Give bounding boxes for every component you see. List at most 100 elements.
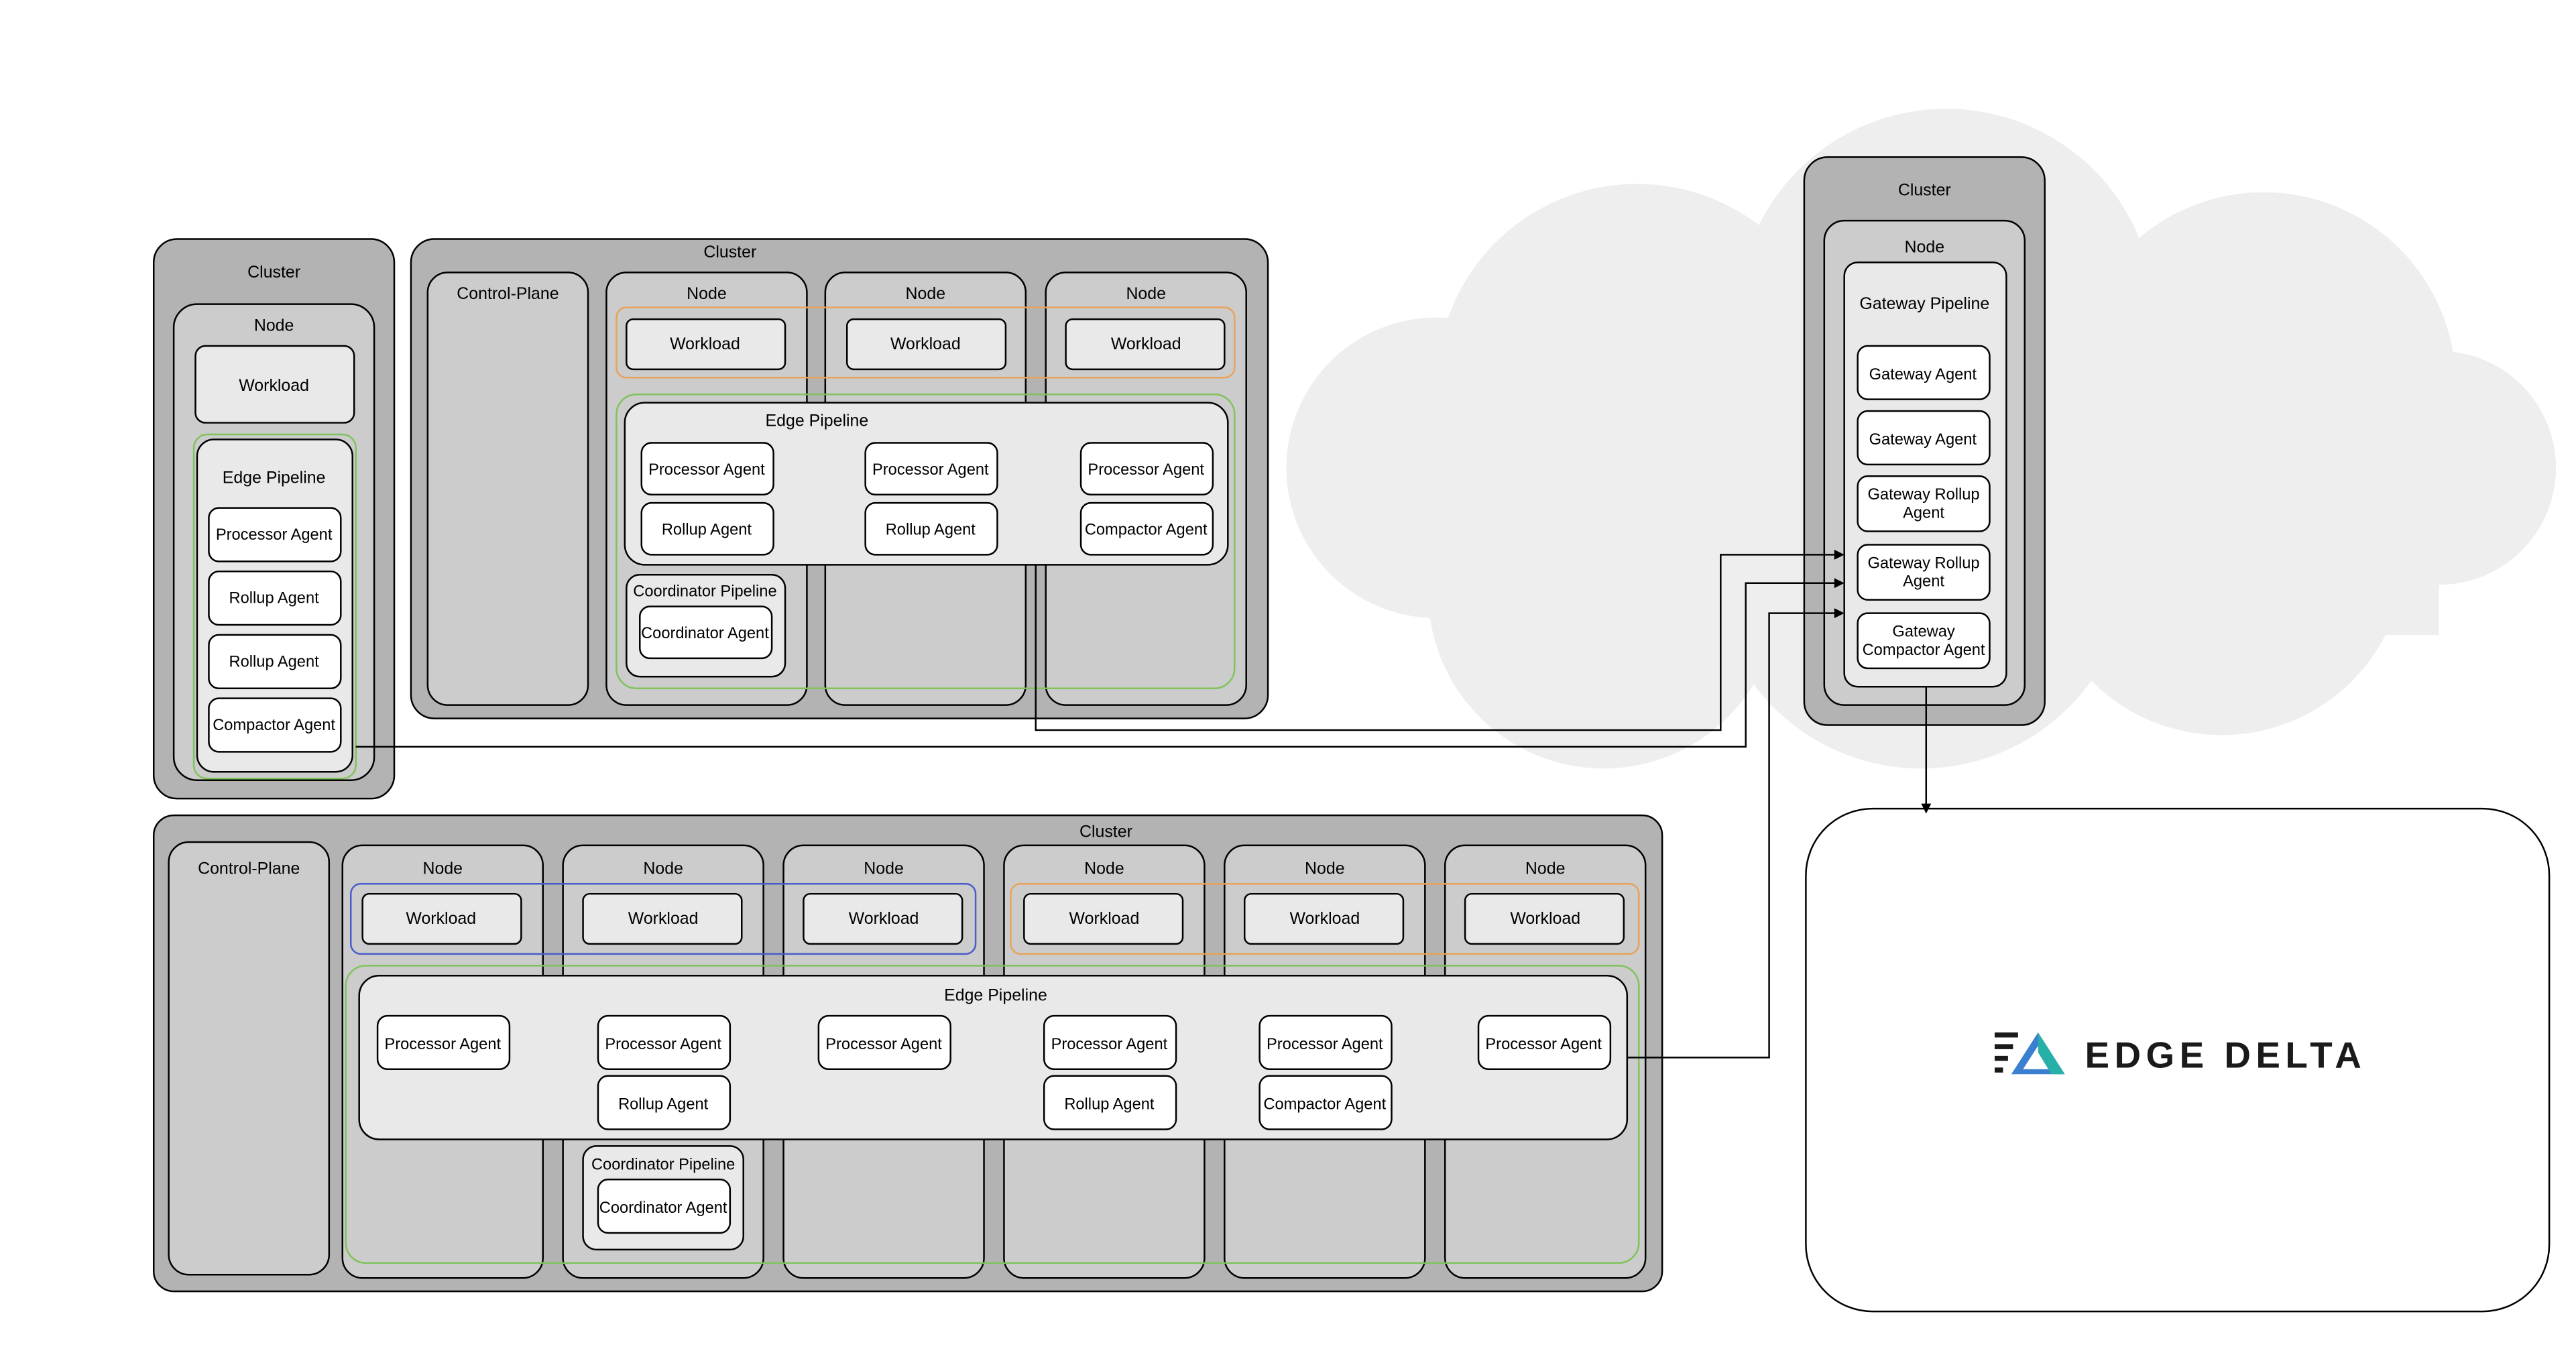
svg-text:Node: Node [1084,859,1124,878]
cluster-c-blue-group [349,882,977,955]
cluster-a-title: Cluster [247,263,300,282]
edge-delta-backend: EDGE DELTA [1805,807,2551,1313]
svg-text:Compactor Agent: Compactor Agent [1263,1096,1386,1114]
cluster-b-processor-agent-2: Processor Agent [864,442,998,495]
svg-text:Node: Node [643,859,683,878]
cluster-c-processor-agent-2: Processor Agent [597,1014,731,1071]
svg-text:Node: Node [906,284,946,303]
cluster-c-workload-6: Workload [1464,892,1625,945]
svg-text:Control-Plane: Control-Plane [457,284,559,303]
svg-text:Processor Agent: Processor Agent [605,1036,721,1053]
svg-text:Workload: Workload [1111,335,1181,353]
gateway-rollup-agent-1: Gateway Rollup Agent [1857,475,1991,532]
gateway-agent-2: Gateway Agent [1857,410,1991,466]
cluster-b-processor-agent-3: Processor Agent [1079,442,1214,495]
svg-text:Processor Agent: Processor Agent [1267,1036,1383,1053]
cluster-a-compactor-agent: Compactor Agent [208,697,342,753]
gateway-rollup-agent-2: Gateway Rollup Agent [1857,544,1991,601]
cluster-b-coordinator-agent: Coordinator Agent [639,605,773,660]
cluster-c: Cluster Control-Plane Node Node Node Nod… [152,814,1663,1293]
cluster-c-workload-2: Workload [582,892,743,945]
cluster-a: Cluster Node Workload Edge Pipeline Proc… [152,238,396,800]
svg-text:Processor Agent: Processor Agent [1485,1036,1602,1053]
cluster-b-edge-pipeline-title: Edge Pipeline [766,412,869,430]
svg-text:Workload: Workload [1510,909,1580,928]
svg-text:Compactor Agent: Compactor Agent [1085,521,1208,538]
svg-text:Rollup Agent: Rollup Agent [229,653,320,670]
svg-text:Rollup Agent: Rollup Agent [229,590,320,607]
svg-text:Gateway Pipeline: Gateway Pipeline [1859,294,1989,313]
svg-text:Processor Agent: Processor Agent [384,1036,501,1053]
connectors [355,549,1932,1059]
svg-text:Processor Agent: Processor Agent [1051,1036,1168,1053]
cluster-c-processor-agent-4: Processor Agent [1043,1014,1177,1071]
cluster-b-control-plane [426,272,589,706]
cluster-a-workload: Workload [194,345,355,424]
cluster-b-rollup-agent-1: Rollup Agent [640,501,774,556]
svg-text:Workload: Workload [1069,909,1140,928]
svg-text:Processor Agent: Processor Agent [872,461,989,479]
cluster-a-rollup-agent-2: Rollup Agent [208,634,342,689]
cluster-c-green-group [345,965,1640,1264]
connector-cluster-b-to-gateway [1035,549,1845,731]
svg-text:Workload: Workload [239,376,309,395]
cluster-b-workload-3: Workload [1065,318,1226,371]
svg-text:Node: Node [1905,237,1945,256]
cluster-c-workload-5: Workload [1243,892,1405,945]
svg-text:Node: Node [1305,859,1345,878]
svg-text:Rollup Agent: Rollup Agent [1064,1096,1155,1114]
cluster-c-workload-3: Workload [803,892,963,945]
cluster-c-edge-pipeline-title: Edge Pipeline [944,986,1047,1005]
cluster-b-compactor-agent: Compactor Agent [1079,501,1214,556]
gateway-agent-1: Gateway Agent [1857,345,1991,400]
cluster-a-green-group [192,433,357,780]
cluster-b-workload-2: Workload [845,318,1007,371]
svg-text:Node: Node [687,284,727,303]
svg-text:Coordinator Agent: Coordinator Agent [641,625,769,642]
cluster-c-coordinator-agent: Coordinator Agent [597,1178,731,1234]
cluster-c-processor-agent-5: Processor Agent [1258,1014,1393,1071]
svg-text:Workload: Workload [890,335,961,353]
svg-text:Rollup Agent: Rollup Agent [662,521,752,538]
svg-text:Coordinator Pipeline: Coordinator Pipeline [591,1156,735,1173]
cluster-a-processor-agent: Processor Agent [208,507,342,562]
cluster-c-rollup-agent-1: Rollup Agent [597,1075,731,1130]
svg-text:Workload: Workload [628,909,699,928]
gateway-cluster-title: Cluster [1898,181,1951,200]
svg-text:Workload: Workload [849,909,919,928]
svg-text:Workload: Workload [1289,909,1360,928]
cluster-b: Cluster Control-Plane Node Node Node Wor… [410,238,1269,719]
cluster-b-processor-agent-1: Processor Agent [640,442,774,495]
cluster-c-processor-agent-6: Processor Agent [1477,1014,1612,1071]
svg-text:Rollup Agent: Rollup Agent [886,521,976,538]
cluster-c-compactor-agent: Compactor Agent [1258,1075,1393,1130]
cluster-c-rollup-agent-2: Rollup Agent [1043,1075,1177,1130]
svg-text:Node: Node [864,859,904,878]
connector-cluster-a-to-gateway [355,578,1845,748]
svg-text:Workload: Workload [670,335,740,353]
svg-text:Coordinator Pipeline: Coordinator Pipeline [633,583,776,601]
edge-delta-logo-icon [1994,1032,2065,1075]
cluster-b-workload-1: Workload [626,318,786,371]
cluster-b-rollup-agent-2: Rollup Agent [864,501,998,556]
svg-text:Control-Plane: Control-Plane [198,859,300,878]
cluster-c-orange-group [1010,882,1640,955]
svg-text:Node: Node [1525,859,1566,878]
cluster-a-edge-pipeline-title: Edge Pipeline [223,468,326,487]
cluster-a-rollup-agent: Rollup Agent [208,571,342,626]
svg-text:Compactor Agent: Compactor Agent [213,717,335,734]
cluster-b-green-group [616,393,1236,689]
connector-cluster-c-to-gateway [1627,608,1845,1059]
cluster-c-title: Cluster [1079,822,1132,841]
edge-delta-wordmark: EDGE DELTA [2085,1034,2366,1075]
cluster-b-title: Cluster [703,243,756,261]
svg-text:Coordinator Agent: Coordinator Agent [599,1199,727,1217]
svg-text:Processor Agent: Processor Agent [825,1036,942,1053]
cluster-c-workload-1: Workload [361,892,522,945]
svg-text:Processor Agent: Processor Agent [216,526,333,544]
cluster-c-processor-agent-3: Processor Agent [817,1014,951,1071]
cluster-c-processor-agent-1: Processor Agent [376,1014,511,1071]
svg-text:Processor Agent: Processor Agent [648,461,765,479]
svg-text:Rollup Agent: Rollup Agent [618,1096,709,1114]
